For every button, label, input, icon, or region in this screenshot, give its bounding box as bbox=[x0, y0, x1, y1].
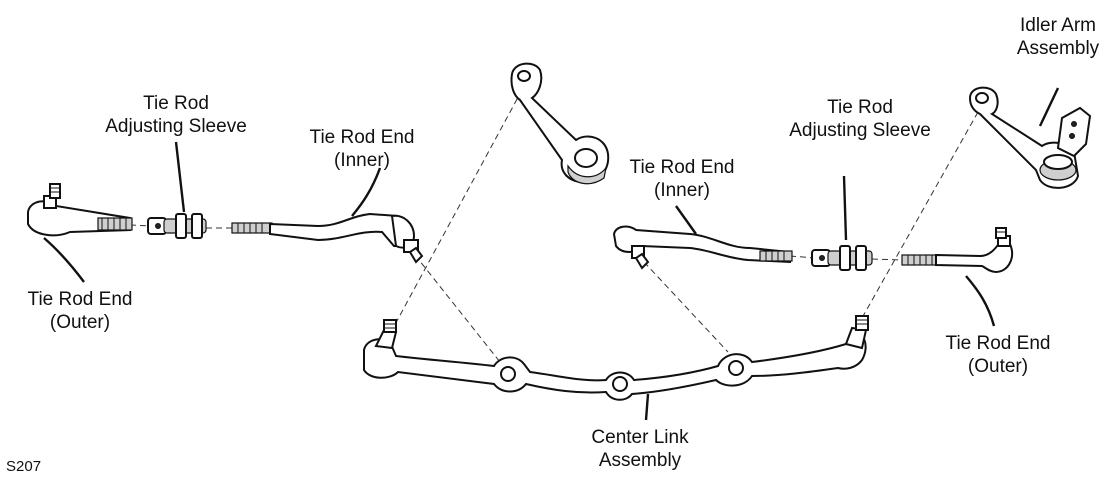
label-center-link-assembly: Center Link Assembly bbox=[591, 427, 689, 471]
leader-inner-left bbox=[351, 167, 382, 217]
center-link-assembly bbox=[363, 315, 869, 401]
tie-rod-end-outer-left bbox=[27, 183, 133, 237]
label-idler-arm-assembly: Idler Arm Assembly bbox=[1016, 15, 1100, 59]
label-tie-rod-end-outer-left: Tie Rod End (Outer) bbox=[27, 289, 133, 333]
leader-sleeve-right bbox=[842, 175, 848, 241]
leader-inner-right bbox=[675, 205, 697, 235]
figure-code: S207 bbox=[6, 458, 42, 475]
tie-rod-end-inner-left bbox=[231, 212, 424, 264]
label-tie-rod-adjusting-sleeve-right: Tie Rod Adjusting Sleeve bbox=[789, 97, 931, 141]
idler-arm-assembly bbox=[968, 86, 1092, 189]
leader-outer-right bbox=[965, 275, 996, 327]
adjusting-sleeve-right bbox=[811, 245, 873, 271]
alignment-line-sleeve-right-b bbox=[871, 258, 903, 261]
label-tie-rod-end-inner-left: Tie Rod End (Inner) bbox=[309, 127, 415, 171]
leader-lines bbox=[43, 87, 1060, 421]
leader-center-link bbox=[644, 393, 650, 421]
pitman-arm bbox=[510, 62, 610, 185]
alignment-line-idler bbox=[861, 111, 979, 319]
label-tie-rod-end-inner-right: Tie Rod End (Inner) bbox=[629, 157, 735, 201]
leader-sleeve-left bbox=[174, 141, 186, 213]
leader-outer-left bbox=[43, 237, 85, 283]
label-tie-rod-end-outer-right: Tie Rod End (Outer) bbox=[945, 333, 1051, 377]
alignment-line-inner-right bbox=[643, 261, 729, 353]
alignment-line-inner-left bbox=[414, 254, 501, 363]
leader-idler-arm bbox=[1038, 87, 1060, 127]
tie-rod-end-inner-right bbox=[612, 225, 793, 270]
tie-rod-end-outer-right bbox=[901, 227, 1014, 274]
label-tie-rod-adjusting-sleeve-left: Tie Rod Adjusting Sleeve bbox=[105, 93, 247, 137]
alignment-line-sleeve-right-a bbox=[789, 255, 816, 259]
alignment-line-pitman-left bbox=[391, 89, 523, 331]
adjusting-sleeve-left bbox=[147, 213, 207, 239]
